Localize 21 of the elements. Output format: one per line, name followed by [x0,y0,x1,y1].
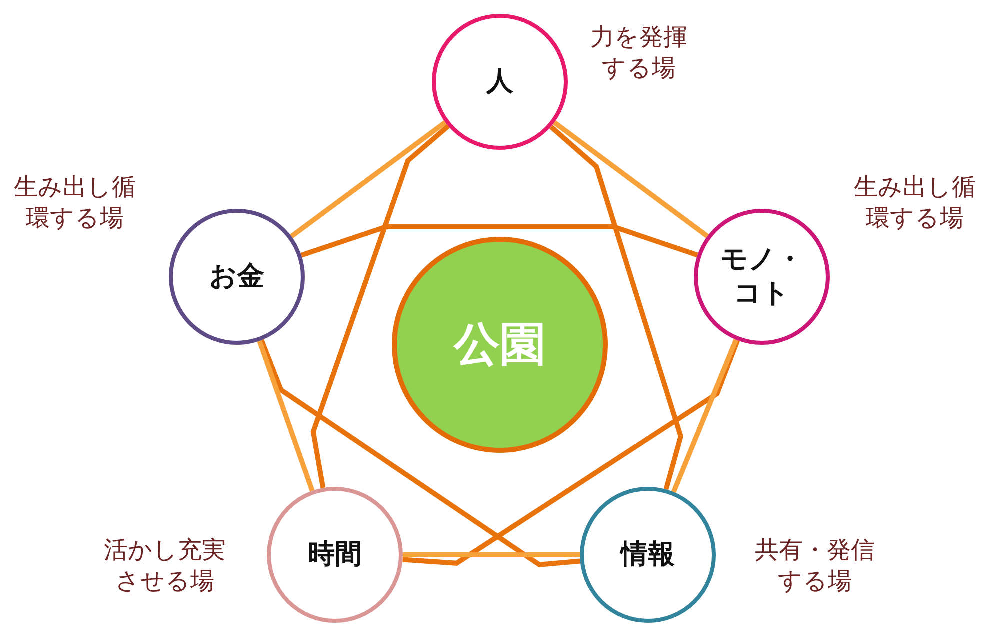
connector-line [549,125,684,490]
role-caption: 活かし充実させる場 [103,535,227,598]
category-label: 人 [486,65,514,99]
role-caption: 力を発揮する場 [590,22,688,84]
role-caption: 共有・発信する場 [754,535,876,598]
category-label: 情報 [621,538,675,572]
connector-line [259,339,581,568]
category-label: モノ・コト [720,243,804,311]
connector-line [310,124,450,488]
category-label: 時間 [308,538,362,572]
connector-line [403,552,580,558]
connector-line [290,120,447,238]
connector-line [553,120,709,238]
role-caption: 生み出し循環する場 [853,172,977,234]
connector-line [671,338,739,494]
role-caption: 生み出し循環する場 [13,172,137,234]
hub-label: 公園 [454,316,546,374]
connector-line [402,340,740,566]
connector-line [257,340,315,492]
connector-line [300,224,698,258]
category-label: お金 [210,260,264,294]
